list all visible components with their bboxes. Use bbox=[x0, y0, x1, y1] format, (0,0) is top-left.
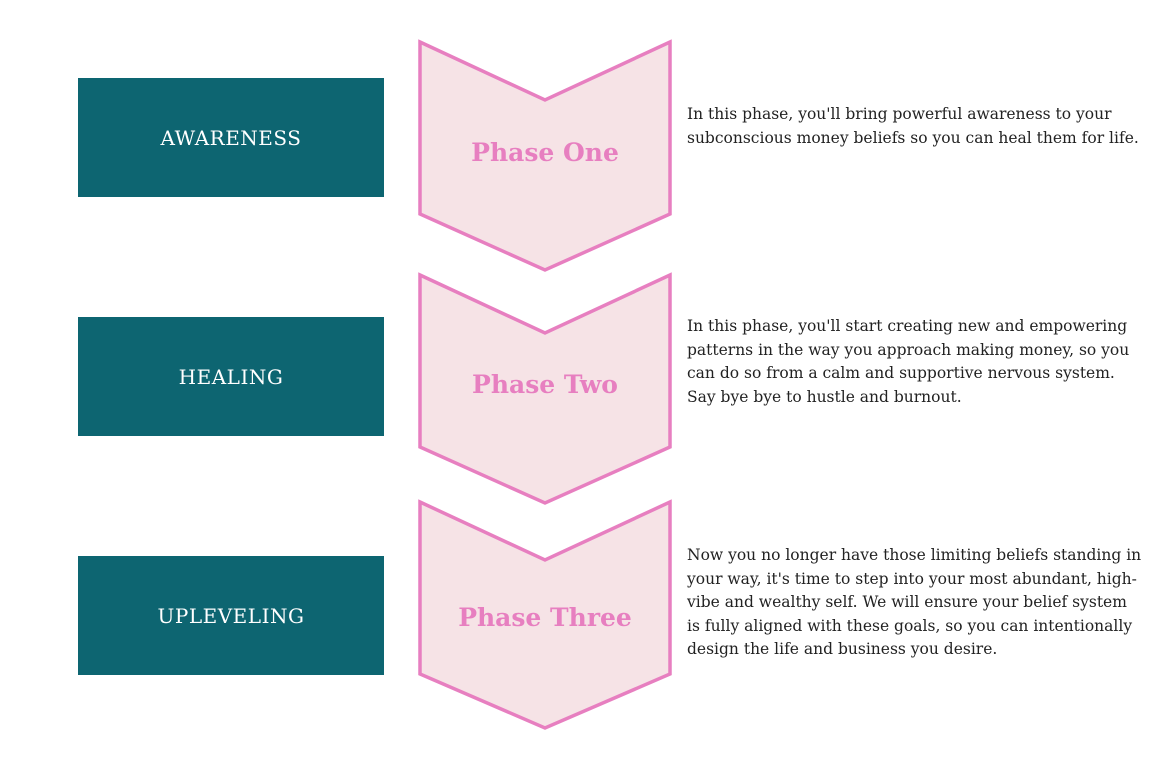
phase-chevron: Phase Three bbox=[418, 499, 672, 732]
phase-chevron: Phase Two bbox=[418, 272, 672, 505]
chevron-shape bbox=[418, 499, 672, 730]
phase-label-box: UPLEVELING bbox=[78, 556, 384, 675]
phase-label: AWARENESS bbox=[160, 125, 302, 150]
chevron-shape bbox=[418, 39, 672, 272]
phase-description: Now you no longer have those limiting be… bbox=[687, 546, 1142, 658]
phase-label: HEALING bbox=[178, 364, 284, 389]
phase-description: In this phase, you'll bring powerful awa… bbox=[687, 105, 1139, 147]
phase-label: UPLEVELING bbox=[157, 603, 305, 628]
phase-title: Phase Three bbox=[458, 603, 632, 632]
phase-description: In this phase, you'll start creating new… bbox=[687, 317, 1130, 406]
phase-title: Phase One bbox=[471, 138, 619, 167]
phase-label-box: HEALING bbox=[78, 317, 384, 436]
phase-title: Phase Two bbox=[472, 370, 618, 399]
phase-label-box: AWARENESS bbox=[78, 78, 384, 197]
phase-chevron: Phase One bbox=[418, 39, 672, 272]
chevron-shape bbox=[418, 272, 672, 505]
